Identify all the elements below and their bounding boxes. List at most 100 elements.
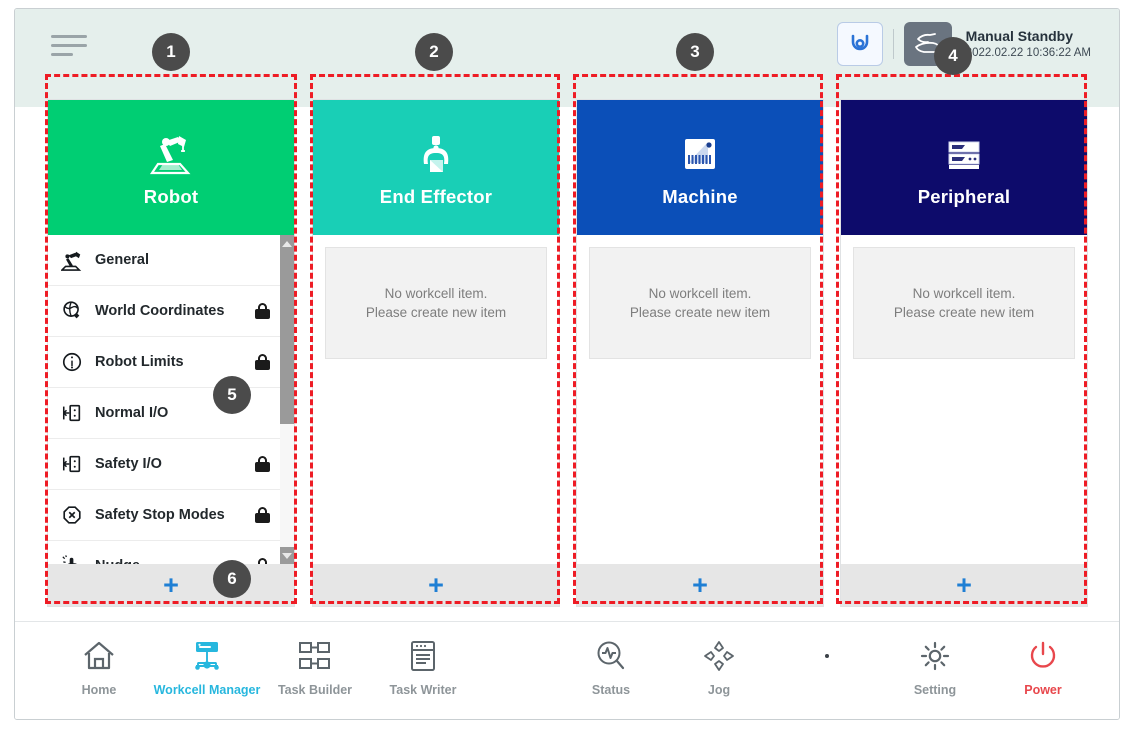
empty-line-2: Please create new item [629,305,771,320]
machine-icon [678,128,722,176]
lock-icon [255,507,270,523]
nav-separator-dot [773,636,881,676]
peripheral-card[interactable]: Peripheral No workcell item. Please crea… [840,99,1088,607]
robot-menu-item-label: Nudge [95,558,245,564]
nav-item-status[interactable]: Status [557,636,665,697]
end-effector-card[interactable]: End Effector No workcell item. Please cr… [312,99,560,607]
bottom-navigation-bar: Home Workcell Manager [15,621,1119,719]
robot-menu-item-label: Robot Limits [95,354,184,370]
nav-item-jog[interactable]: Jog [665,636,773,697]
robot-menu-item-label: Normal I/O [95,405,169,421]
peripheral-rack-icon [941,128,987,176]
nav-item-setting[interactable]: Setting [881,636,989,697]
annotation-badge-6: 6 [213,560,251,598]
nav-label: Status [591,683,631,697]
nav-label: Setting [913,683,957,697]
nav-item-workcell-manager[interactable]: Workcell Manager [153,636,261,697]
robot-menu-item[interactable]: World Coordinates [48,286,280,337]
machine-card-header[interactable]: Machine [577,100,823,235]
end-effector-card-header[interactable]: End Effector [313,100,559,235]
peripheral-add-item-button[interactable]: + [841,564,1087,606]
robot-arm-icon [148,128,194,176]
robot-menu-scrollbar[interactable] [280,235,294,564]
teach-pendant-screen: Manual Standby 2022.02.22 10:36:22 AM [14,8,1120,720]
machine-card-body: No workcell item. Please create new item [577,235,823,564]
world-coordinates-icon [59,300,85,322]
jog-dpad-icon [702,636,736,676]
status-title: Manual Standby [965,28,1074,45]
scroll-up-arrow-icon[interactable] [280,235,294,252]
end-effector-card-title: End Effector [379,185,493,207]
robot-menu-item-label: World Coordinates [95,303,225,319]
gear-icon [918,636,952,676]
bottom-nav-left: Home Workcell Manager [45,636,477,697]
bottom-nav-right: Status Jog [557,636,1097,697]
lock-icon [255,558,270,564]
annotation-badge-1: 1 [152,33,190,71]
lock-icon [255,456,270,472]
robot-menu-item[interactable]: Robot Limits [48,337,280,388]
nav-item-home[interactable]: Home [45,636,153,697]
robot-menu-item[interactable]: General [48,235,280,286]
empty-line-1: No workcell item. [648,286,752,301]
status-area: Manual Standby 2022.02.22 10:36:22 AM [966,28,1091,60]
io-port-icon [59,402,85,424]
empty-state-message: No workcell item. Please create new item [853,247,1075,359]
robot-card-title: Robot [143,185,199,207]
power-icon [1026,636,1060,676]
empty-line-2: Please create new item [893,305,1035,320]
peripheral-card-header[interactable]: Peripheral [841,100,1087,235]
robot-menu-item[interactable]: Nudge [48,541,280,564]
lock-icon [255,354,270,370]
machine-card-title: Machine [662,185,738,207]
robot-limits-icon [59,351,85,373]
end-effector-add-item-button[interactable]: + [313,564,559,606]
annotation-badge-4: 4 [934,37,972,75]
hamburger-menu-icon[interactable] [51,35,91,61]
nav-label: Home [81,683,117,697]
robot-card-header[interactable]: Robot [48,100,294,235]
nav-item-task-builder[interactable]: Task Builder [261,636,369,697]
peripheral-card-title: Peripheral [917,185,1011,207]
lock-icon [255,303,270,319]
scrollbar-thumb[interactable] [280,252,294,424]
stop-sign-icon [59,504,85,526]
empty-line-2: Please create new item [365,305,507,320]
nav-label: Jog [707,683,731,697]
nav-label: Task Builder [277,683,353,697]
robot-menu-item-label: Safety I/O [95,456,162,472]
robot-menu-item[interactable]: Safety I/O [48,439,280,490]
status-pulse-icon [593,636,629,676]
end-effector-card-body: No workcell item. Please create new item [313,235,559,564]
robot-menu-item-label: Safety Stop Modes [95,507,225,523]
peripheral-card-body: No workcell item. Please create new item [841,235,1087,564]
robot-menu-item-label: General [95,252,149,268]
robot-menu-item[interactable]: Normal I/O [48,388,280,439]
machine-add-item-button[interactable]: + [577,564,823,606]
plus-icon: + [692,569,708,600]
empty-state-message: No workcell item. Please create new item [589,247,811,359]
robot-menu-item[interactable]: Safety Stop Modes [48,490,280,541]
annotation-badge-3: 3 [676,33,714,71]
servo-on-button[interactable] [836,22,883,66]
nav-item-task-writer[interactable]: Task Writer [369,636,477,697]
annotation-badge-5: 5 [213,376,251,414]
empty-line-1: No workcell item. [912,286,1016,301]
nav-label: Power [1024,683,1062,697]
gripper-icon [414,128,458,176]
status-datetime: 2022.02.22 10:36:22 AM [965,46,1091,59]
machine-card[interactable]: Machine No workcell item. Please create … [576,99,824,607]
plus-icon: + [428,569,444,600]
empty-state-message: No workcell item. Please create new item [325,247,547,359]
plus-icon: + [163,569,179,600]
scroll-down-arrow-icon[interactable] [280,547,294,564]
annotation-badge-2: 2 [415,33,453,71]
nav-item-power[interactable]: Power [989,636,1097,697]
empty-line-1: No workcell item. [384,286,488,301]
robot-add-item-button[interactable]: + [48,564,294,606]
workcell-manager-icon [188,636,226,676]
